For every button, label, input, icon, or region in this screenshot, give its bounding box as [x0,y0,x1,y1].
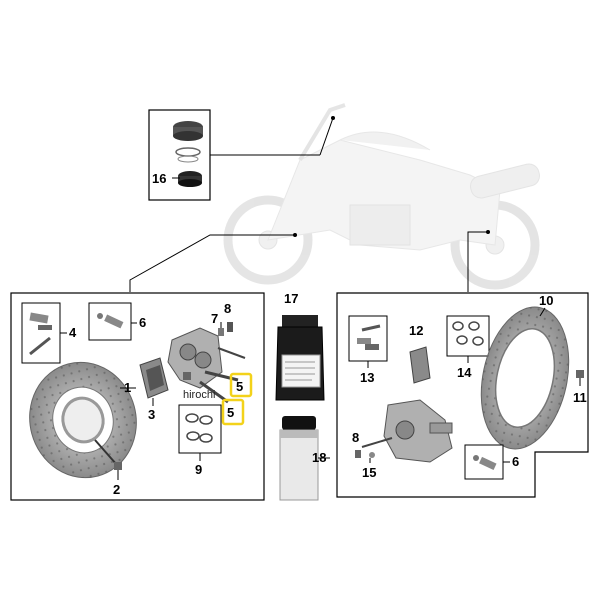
front-brake-box: 4 6 1 2 3 7 8 [10,292,265,501]
callout-5-upper: 5 [236,379,243,394]
callout-14: 14 [457,365,472,380]
callout-2: 2 [113,482,120,497]
callout-12: 12 [409,323,423,338]
callout-8: 8 [224,301,231,316]
rear-leader [467,231,488,292]
front-leader [129,234,295,292]
callout-6: 6 [139,315,146,330]
callout-5-lower: 5 [227,405,234,420]
callout-17: 17 [284,291,298,306]
rear-brake-box: 13 12 14 10 11 8 15 [336,292,589,498]
callout-9: 9 [195,462,202,477]
callout-11: 11 [573,390,587,405]
fluids-group: 17 18 [275,291,330,501]
watermark-text: hirochi [183,389,215,401]
callout-3: 3 [148,407,155,422]
callout-7: 7 [211,311,218,326]
callout-10: 10 [539,293,553,308]
callout-8-rear: 8 [352,430,359,445]
reservoir-cap-group: 16 [148,109,335,201]
callout-15: 15 [362,465,376,480]
callout-16: 16 [152,171,166,186]
motorcycle-illustration [223,103,540,290]
callout-4: 4 [69,325,77,340]
callout-13: 13 [360,370,374,385]
callout-18: 18 [312,450,326,465]
callout-6-rear: 6 [512,454,519,469]
callout-1: 1 [124,380,131,395]
